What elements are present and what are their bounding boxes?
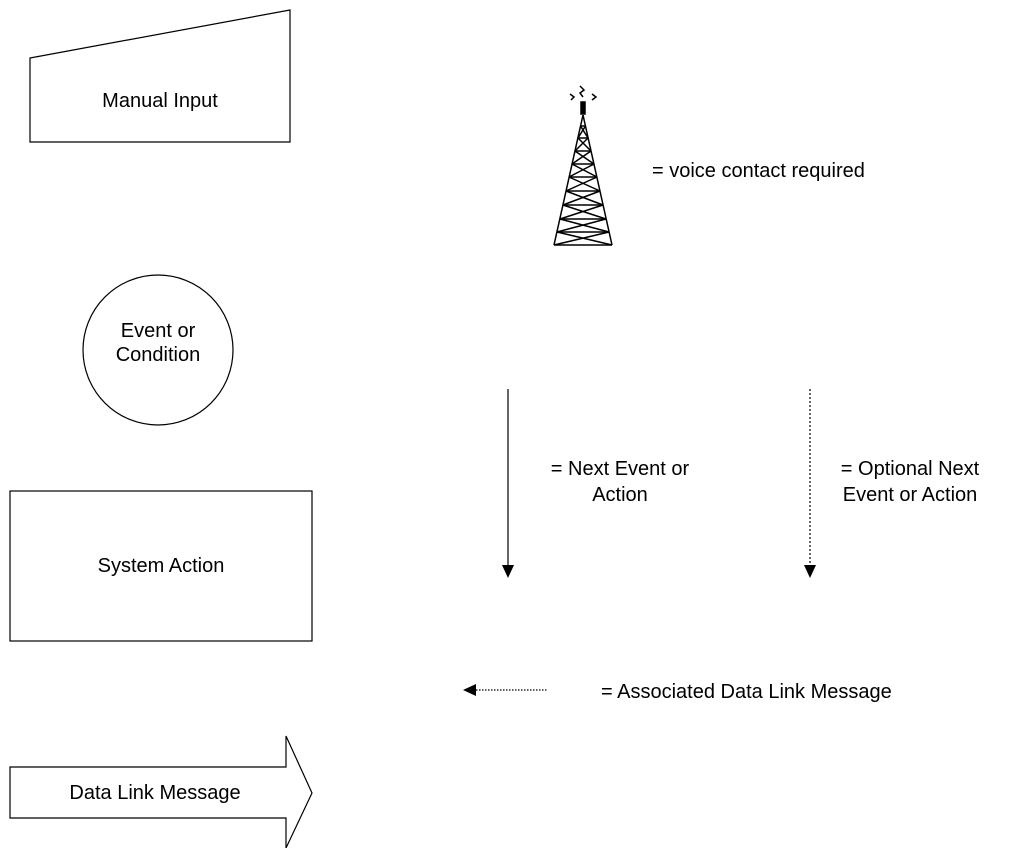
optional-next-event-arrow — [804, 389, 816, 578]
manual-input-label: Manual Input — [102, 90, 218, 112]
manual-input-shape — [29, 9, 291, 143]
system-action-box — [9, 490, 313, 642]
event-condition-label-line2: Condition — [115, 344, 201, 366]
system-action-label: System Action — [97, 555, 225, 577]
event-condition-label-line1: Event or — [120, 320, 196, 342]
associated-message-label: = Associated Data Link Message — [601, 681, 892, 703]
next-event-label-line2: Action — [592, 484, 648, 506]
optional-next-event-label-line2: Event or Action — [842, 484, 978, 506]
data-link-message-label: Data Link Message — [69, 782, 241, 804]
associated-message-arrow — [463, 684, 547, 696]
next-event-label-line1: = Next Event or — [550, 458, 690, 480]
voice-contact-label: = voice contact required — [652, 160, 865, 182]
radio-tower-icon — [553, 85, 613, 246]
data-link-message-arrow — [9, 735, 313, 848]
next-event-arrow — [502, 389, 514, 578]
optional-next-event-label-line1: = Optional Next — [840, 458, 980, 480]
event-condition-circle — [82, 274, 234, 426]
